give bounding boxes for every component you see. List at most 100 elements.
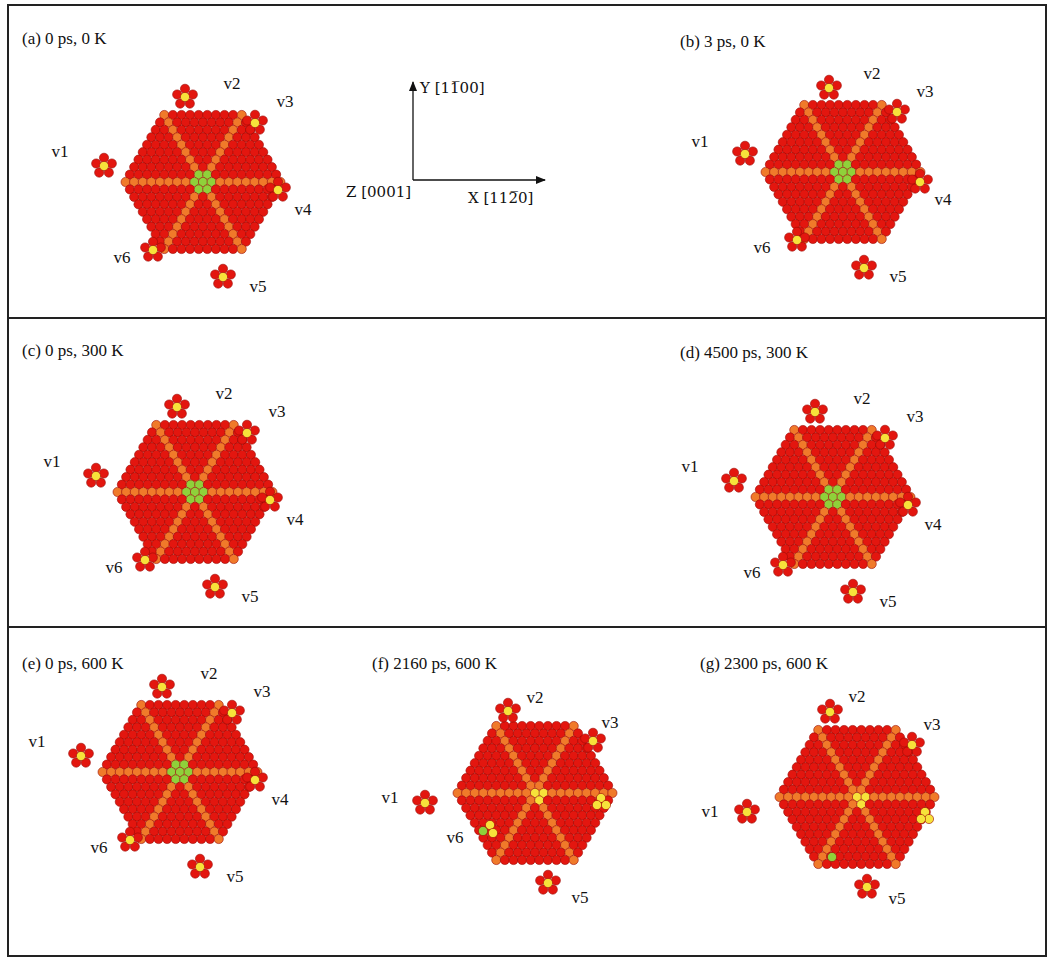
atom — [535, 855, 544, 864]
atom — [195, 854, 204, 863]
atom — [833, 559, 842, 568]
atom — [163, 834, 172, 843]
atom — [218, 264, 227, 273]
atom — [211, 244, 220, 253]
atom — [792, 227, 801, 236]
atom — [740, 141, 749, 150]
atom — [810, 399, 819, 408]
atom — [148, 245, 157, 254]
atom — [242, 420, 251, 429]
atom — [172, 402, 181, 411]
atom — [543, 870, 552, 879]
atom — [848, 579, 857, 588]
atom — [915, 177, 924, 186]
atom — [903, 500, 912, 509]
atom — [798, 559, 807, 568]
atom — [214, 834, 223, 843]
atom — [125, 835, 134, 844]
atom — [195, 862, 204, 871]
atom — [851, 234, 860, 243]
atom — [509, 855, 518, 864]
atom — [168, 244, 177, 253]
outer-border — [8, 5, 1046, 956]
atom — [140, 547, 149, 556]
atom — [242, 428, 251, 437]
atom — [478, 826, 487, 835]
atom — [218, 272, 227, 281]
atom — [841, 559, 850, 568]
atom — [197, 834, 206, 843]
atom — [171, 834, 180, 843]
atom — [792, 235, 801, 244]
atom — [154, 834, 163, 843]
atom — [273, 177, 282, 186]
atom — [145, 834, 154, 843]
atom — [859, 263, 868, 272]
atom — [172, 394, 181, 403]
atom — [237, 244, 246, 253]
atom — [178, 554, 187, 563]
atom — [177, 244, 186, 253]
atom — [561, 855, 570, 864]
atom — [816, 559, 825, 568]
atom — [808, 234, 817, 243]
atom — [76, 743, 85, 752]
atom — [99, 161, 108, 170]
axis-arrow — [412, 82, 413, 180]
atom — [420, 790, 429, 799]
atom — [229, 554, 238, 563]
atom — [824, 83, 833, 92]
atom — [194, 244, 203, 253]
atom — [180, 834, 189, 843]
atom — [206, 834, 215, 843]
atom — [250, 775, 259, 784]
atom — [543, 878, 552, 887]
atom — [186, 554, 195, 563]
atom — [778, 560, 787, 569]
atom — [492, 855, 501, 864]
atom — [160, 554, 169, 563]
atom — [740, 149, 749, 158]
atom — [273, 185, 282, 194]
atom — [569, 855, 578, 864]
atom — [729, 476, 738, 485]
axis-arrow — [413, 179, 545, 180]
atom — [169, 554, 178, 563]
atom — [859, 559, 868, 568]
atom — [91, 463, 100, 472]
atom — [848, 587, 857, 596]
atom — [859, 255, 868, 264]
atom — [826, 234, 835, 243]
atom — [210, 574, 219, 583]
atom — [221, 554, 230, 563]
atom — [807, 559, 816, 568]
atom — [180, 92, 189, 101]
atom — [552, 855, 561, 864]
atom — [188, 834, 197, 843]
atom — [869, 234, 878, 243]
atom — [892, 107, 901, 116]
atom — [834, 234, 843, 243]
atom — [148, 237, 157, 246]
atom — [824, 559, 833, 568]
atom — [843, 234, 852, 243]
atom — [229, 244, 238, 253]
atom — [824, 75, 833, 84]
atom — [903, 492, 912, 501]
atom — [265, 495, 274, 504]
atom — [503, 706, 512, 715]
atom — [210, 582, 219, 591]
atom — [195, 554, 204, 563]
atom — [778, 552, 787, 561]
atom — [526, 855, 535, 864]
atom — [850, 559, 859, 568]
atom — [157, 674, 166, 683]
atom — [880, 425, 889, 434]
atom — [915, 169, 924, 178]
atom — [125, 827, 134, 836]
atom — [817, 234, 826, 243]
atom — [250, 118, 259, 127]
atom — [810, 407, 819, 416]
atom — [588, 736, 597, 745]
